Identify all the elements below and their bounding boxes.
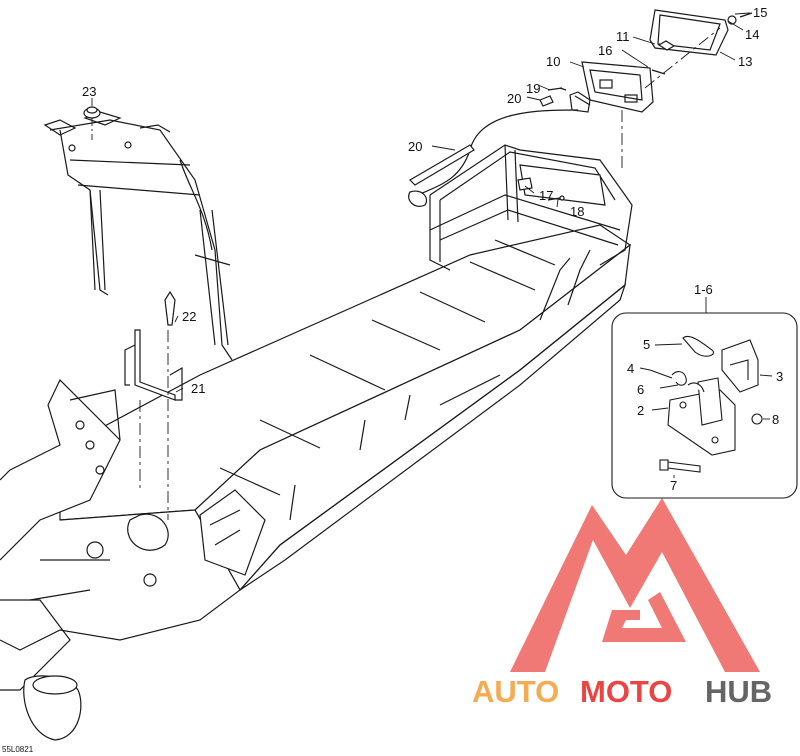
callout-21: 21 xyxy=(191,381,205,396)
callout-labels: 15 14 13 11 16 10 19 20 20 17 18 23 22 2… xyxy=(2,5,783,754)
tail-light-assembly xyxy=(569,9,753,113)
callout-13: 14 xyxy=(745,27,759,42)
grommet-strip-icon xyxy=(409,144,475,186)
detail-inset xyxy=(611,297,798,499)
drawing-code: 55L0821 xyxy=(2,745,34,754)
leader-lines xyxy=(91,12,751,520)
callout-2: 2 xyxy=(637,403,644,418)
detail-part-8-icon xyxy=(751,413,763,425)
watermark-moto: MOTO xyxy=(580,674,672,709)
callout-15: 16 xyxy=(598,43,612,58)
callout-17: 18 xyxy=(570,204,584,219)
callout-20: 20 xyxy=(408,139,422,154)
detail-part-5-icon xyxy=(682,336,714,357)
automotohub-logo: AUTO MOTO HUB xyxy=(472,498,772,709)
chassis-tunnel xyxy=(59,224,632,592)
callout-7: 7 xyxy=(670,478,677,493)
callout-4: 4 xyxy=(627,361,634,376)
callout-18: 19 xyxy=(526,81,540,96)
detail-part-6-icon xyxy=(671,371,687,386)
callout-8: 8 xyxy=(772,412,779,427)
grab-handle-frame xyxy=(43,111,233,361)
logo-mark-icon xyxy=(510,498,760,672)
callout-5: 5 xyxy=(643,337,650,352)
logo-inner-mark-icon xyxy=(602,592,686,642)
callout-10: 10 xyxy=(546,54,560,69)
callout-19: 20 xyxy=(507,91,521,106)
grommet-part xyxy=(83,106,101,119)
wire-harness xyxy=(408,87,579,207)
front-frame xyxy=(0,378,266,741)
callout-16: 17 xyxy=(539,188,553,203)
callout-22: 22 xyxy=(182,309,196,324)
rear-rack xyxy=(429,144,633,321)
callout-group-1-6: 1-6 xyxy=(694,282,713,297)
watermark-hub: HUB xyxy=(705,674,772,709)
tail-light-housing-icon xyxy=(581,61,654,113)
callout-14: 15 xyxy=(753,5,767,20)
callout-3: 3 xyxy=(776,369,783,384)
callout-11: 11 xyxy=(616,29,630,44)
mounting-bracket xyxy=(124,290,183,401)
watermark-auto: AUTO xyxy=(472,674,559,709)
callout-23: 23 xyxy=(82,84,96,99)
callout-6: 6 xyxy=(637,382,644,397)
callout-12: 13 xyxy=(738,54,752,69)
clip-part xyxy=(517,177,565,201)
